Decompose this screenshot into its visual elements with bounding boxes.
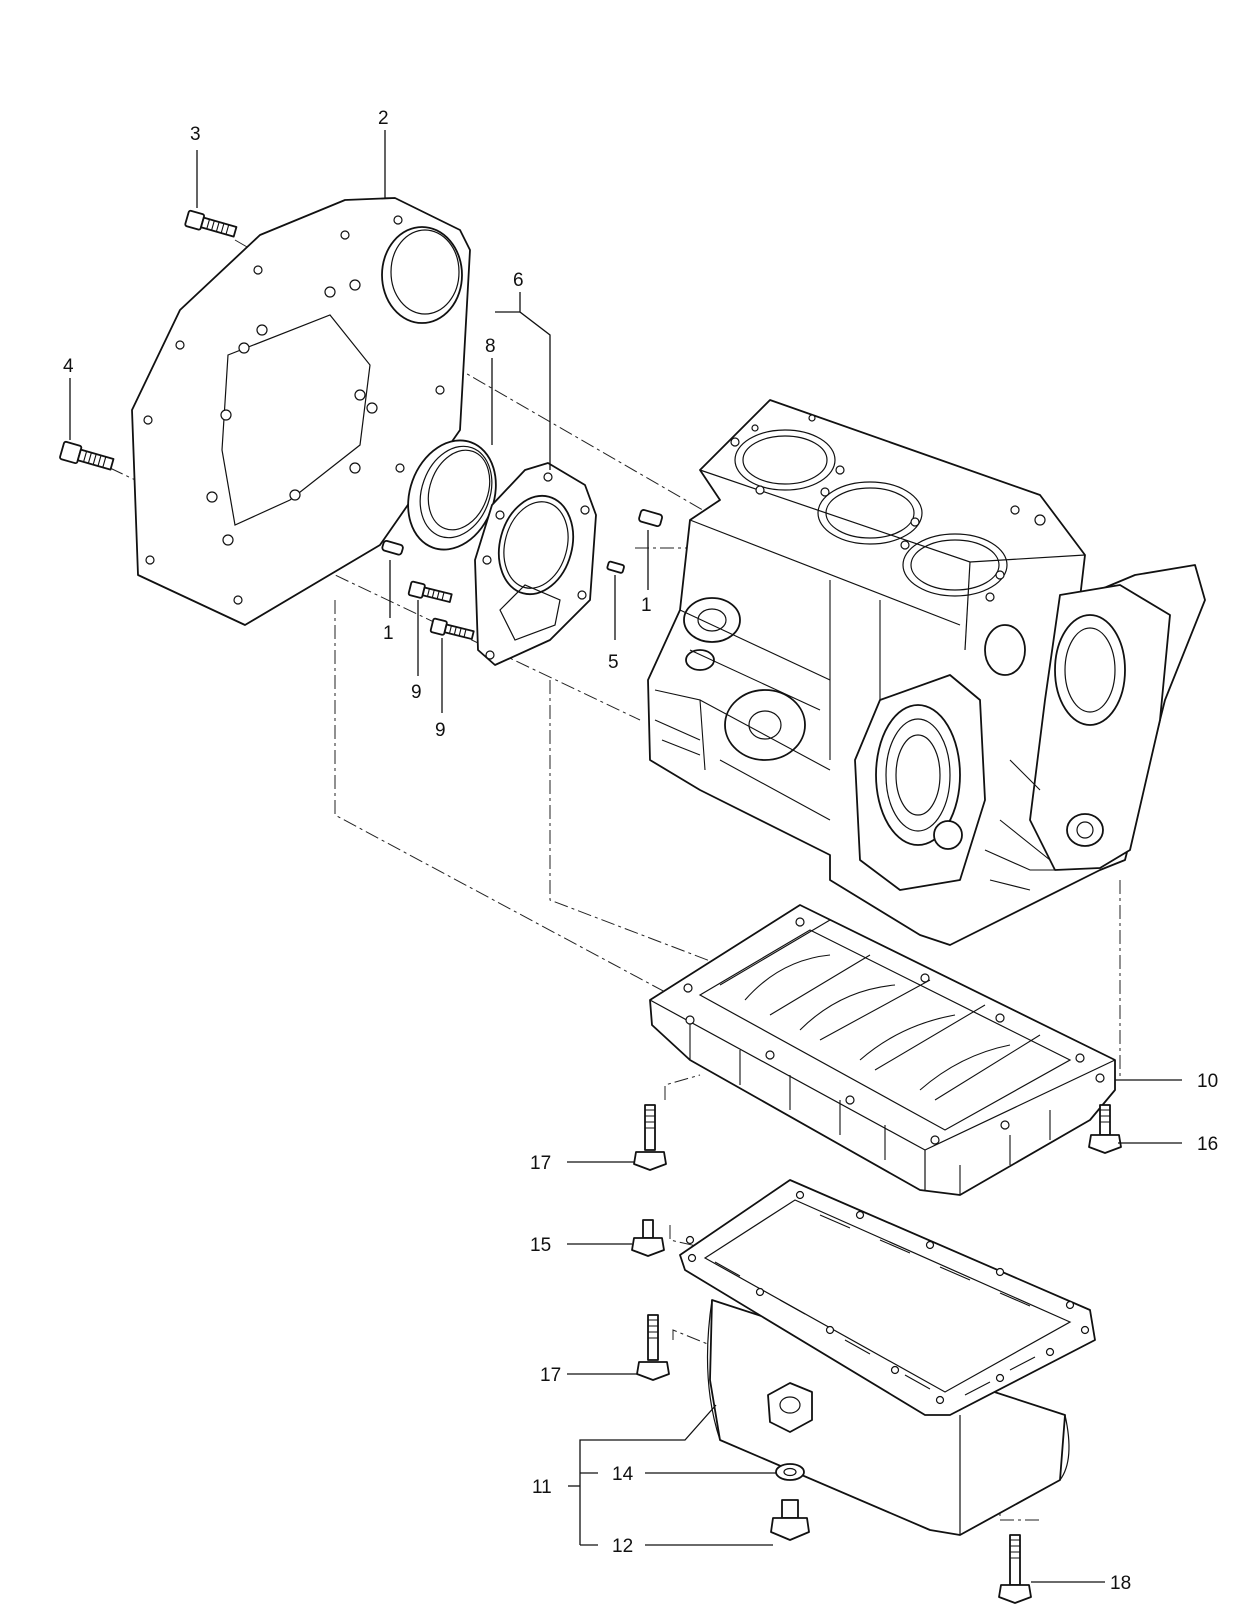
bolt-part-9-lower: [429, 617, 475, 640]
callout-14: 14: [612, 1464, 634, 1485]
callout-8: 8: [485, 336, 496, 357]
gasket-washer-part-14: [775, 1463, 805, 1481]
callout-16: 16: [1197, 1134, 1218, 1155]
leader-lines: [69, 130, 1182, 1583]
oil-pan-part-11: [679, 1179, 1096, 1536]
callout-6: 6: [513, 270, 524, 291]
bolt-part-3: [184, 209, 238, 238]
bolt-part-18: [998, 1534, 1032, 1604]
dowel-pin-part-1-left: [381, 540, 404, 556]
seal-case-part-6: [474, 462, 597, 666]
rear-plate-bolt-holes: [143, 215, 445, 605]
bolt-part-15: [631, 1219, 665, 1257]
callout-15: 15: [530, 1235, 551, 1256]
callout-18: 18: [1110, 1573, 1131, 1594]
callout-17-lower: 17: [540, 1365, 561, 1386]
callout-17-upper: 17: [530, 1153, 551, 1174]
bolt-part-4: [59, 440, 115, 471]
callout-4: 4: [63, 356, 74, 377]
callout-12: 12: [612, 1536, 633, 1557]
cylinder-block: [647, 399, 1206, 946]
callout-10: 10: [1197, 1071, 1218, 1092]
callout-2: 2: [378, 108, 389, 129]
callout-3: 3: [190, 124, 201, 145]
oil-pan-flange-holes: [685, 1190, 1090, 1405]
ladder-frame-bolt-holes: [683, 917, 1105, 1145]
bolt-part-9-upper: [407, 580, 453, 603]
drain-plug-part-12: [770, 1499, 810, 1541]
callout-labels: 1 1 2 3 4 5 6 8 9 9 10 11 12 14 15 16 17…: [63, 108, 1218, 1594]
head-bolt-holes: [730, 414, 1046, 602]
pin-part-5: [606, 560, 625, 574]
callout-11: 11: [532, 1477, 552, 1498]
oil-pan-upper-part-10: [649, 904, 1116, 1196]
rear-plate-part-2: [131, 197, 471, 626]
callout-1-right: 1: [641, 595, 652, 616]
oil-pan-flange-slots: [714, 1214, 1036, 1396]
callout-5: 5: [608, 652, 619, 673]
bolt-part-17-upper: [633, 1104, 667, 1171]
bolt-part-16: [1088, 1104, 1122, 1154]
callout-1-left: 1: [383, 623, 394, 644]
dowel-pin-part-1-right: [638, 509, 663, 528]
oil-seal-part-8: [407, 439, 497, 551]
callout-9-upper: 9: [411, 682, 422, 703]
bolt-part-17-lower: [636, 1314, 670, 1381]
callout-9-lower: 9: [435, 720, 446, 741]
